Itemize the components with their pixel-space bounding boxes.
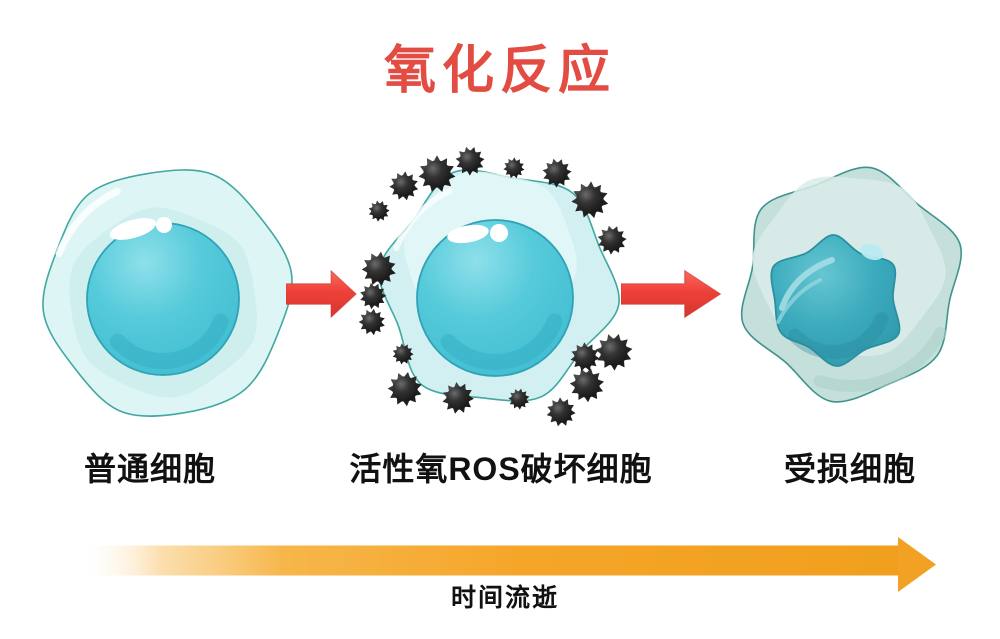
timeline-arrow-icon [78, 537, 936, 592]
nucleus-fold-highlight [779, 257, 835, 311]
ros-particle-icon [597, 225, 627, 255]
ros-particle-icon [542, 158, 572, 188]
ros-particle-icon [455, 146, 485, 176]
cell-nucleus [416, 219, 574, 377]
ros-particle-icon [595, 334, 633, 371]
timeline-arrowhead [898, 537, 936, 592]
nucleus-shadow [93, 229, 233, 369]
ros-particle-icon [546, 397, 576, 427]
nucleus-fold-highlight [776, 278, 822, 324]
cell-nucleus [86, 222, 240, 376]
ros-particle-icon [571, 181, 609, 219]
damaged-cell-icon [740, 166, 962, 403]
ros-particle-icon [389, 171, 419, 201]
arrow-shape [286, 269, 357, 319]
ros-particle-icon [360, 282, 387, 310]
timeline-bar [78, 545, 900, 576]
ros-particle-icon [361, 251, 396, 286]
timeline-label: 时间流逝 [450, 584, 559, 612]
ros-particle-icon [358, 308, 385, 336]
nucleus-gloss-dot [490, 224, 508, 242]
nucleus-gloss [860, 243, 884, 261]
healthy-cell-icon [42, 169, 293, 417]
ros-particle-icon [442, 382, 474, 414]
page-title: 氧化反应 [383, 42, 616, 100]
nucleus-gloss [109, 218, 157, 240]
ros-particle-icon [418, 155, 456, 192]
ros-particle-icon [392, 343, 414, 365]
stage-label-ros: 活性氧ROS破坏细胞 [349, 451, 653, 487]
ros-particle-icon [508, 388, 530, 410]
arrow-right-icon [286, 269, 357, 319]
ros-particle-icon [569, 368, 604, 403]
ros-particles-group [358, 146, 633, 427]
arrow-right-icon [621, 269, 722, 319]
ros-attacked-cell-icon [358, 146, 633, 427]
nucleus-gloss-dot [156, 217, 172, 233]
ros-particle-icon [570, 342, 600, 372]
stage-label-normal: 普通细胞 [83, 451, 216, 487]
ros-particle-icon [503, 157, 525, 179]
nucleus-shadow [423, 226, 567, 370]
membrane-bottom-shade [743, 176, 959, 392]
nucleus-gloss [447, 224, 489, 244]
cell-nucleus [770, 234, 901, 367]
nucleus-shadow [774, 241, 892, 359]
stage-label-damaged: 受损细胞 [783, 451, 916, 487]
arrow-shape [621, 269, 722, 319]
ros-particle-icon [368, 200, 390, 222]
ros-particle-icon [387, 372, 422, 407]
